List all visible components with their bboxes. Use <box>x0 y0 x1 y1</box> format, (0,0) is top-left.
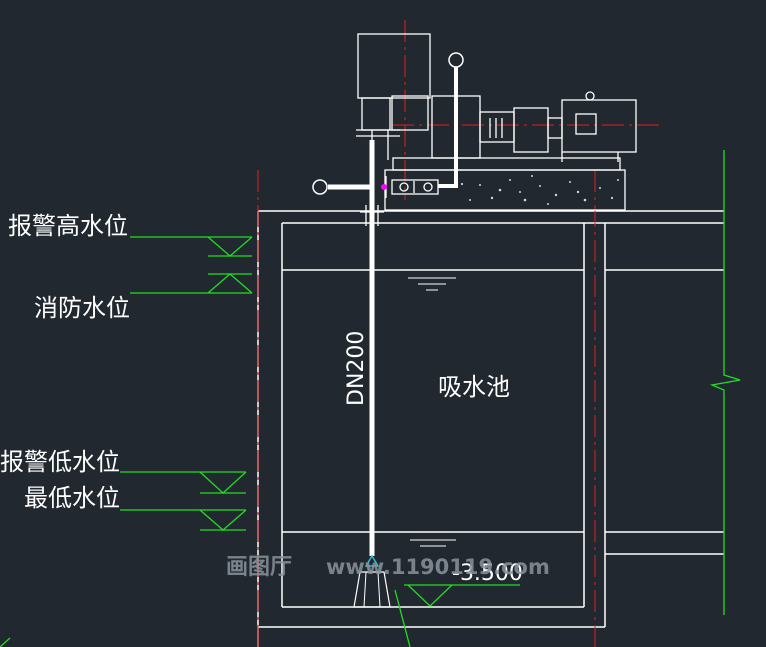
level-leaders <box>0 236 253 647</box>
label-alarm-high: 报警高水位 <box>8 212 128 240</box>
label-pipe: DN200 <box>344 331 369 406</box>
label-fire-level: 消防水位 <box>34 294 130 322</box>
label-lowest: 最低水位 <box>24 484 120 512</box>
label-elevation: -3.500 <box>452 561 523 586</box>
watermark-brand: 画图厅 <box>226 555 292 580</box>
water-surface-marks <box>408 277 456 547</box>
pump-base <box>384 157 626 211</box>
elevation-marker <box>394 584 520 647</box>
foot-valve <box>353 554 391 608</box>
suction-pipe <box>328 140 375 556</box>
vertical-pump <box>356 33 431 160</box>
label-tank: 吸水池 <box>438 373 510 401</box>
outlet-pipe <box>438 60 458 188</box>
concrete-speckle <box>460 175 619 205</box>
centerlines <box>257 20 660 647</box>
label-alarm-low: 报警低水位 <box>0 448 120 476</box>
break-line <box>709 150 741 615</box>
horizontal-pump-motor <box>431 91 637 162</box>
junction-dot <box>381 184 387 190</box>
outlet-cap <box>448 52 464 68</box>
watermark-url: www.1190119.com <box>326 555 550 579</box>
inlet-cap <box>312 179 328 195</box>
